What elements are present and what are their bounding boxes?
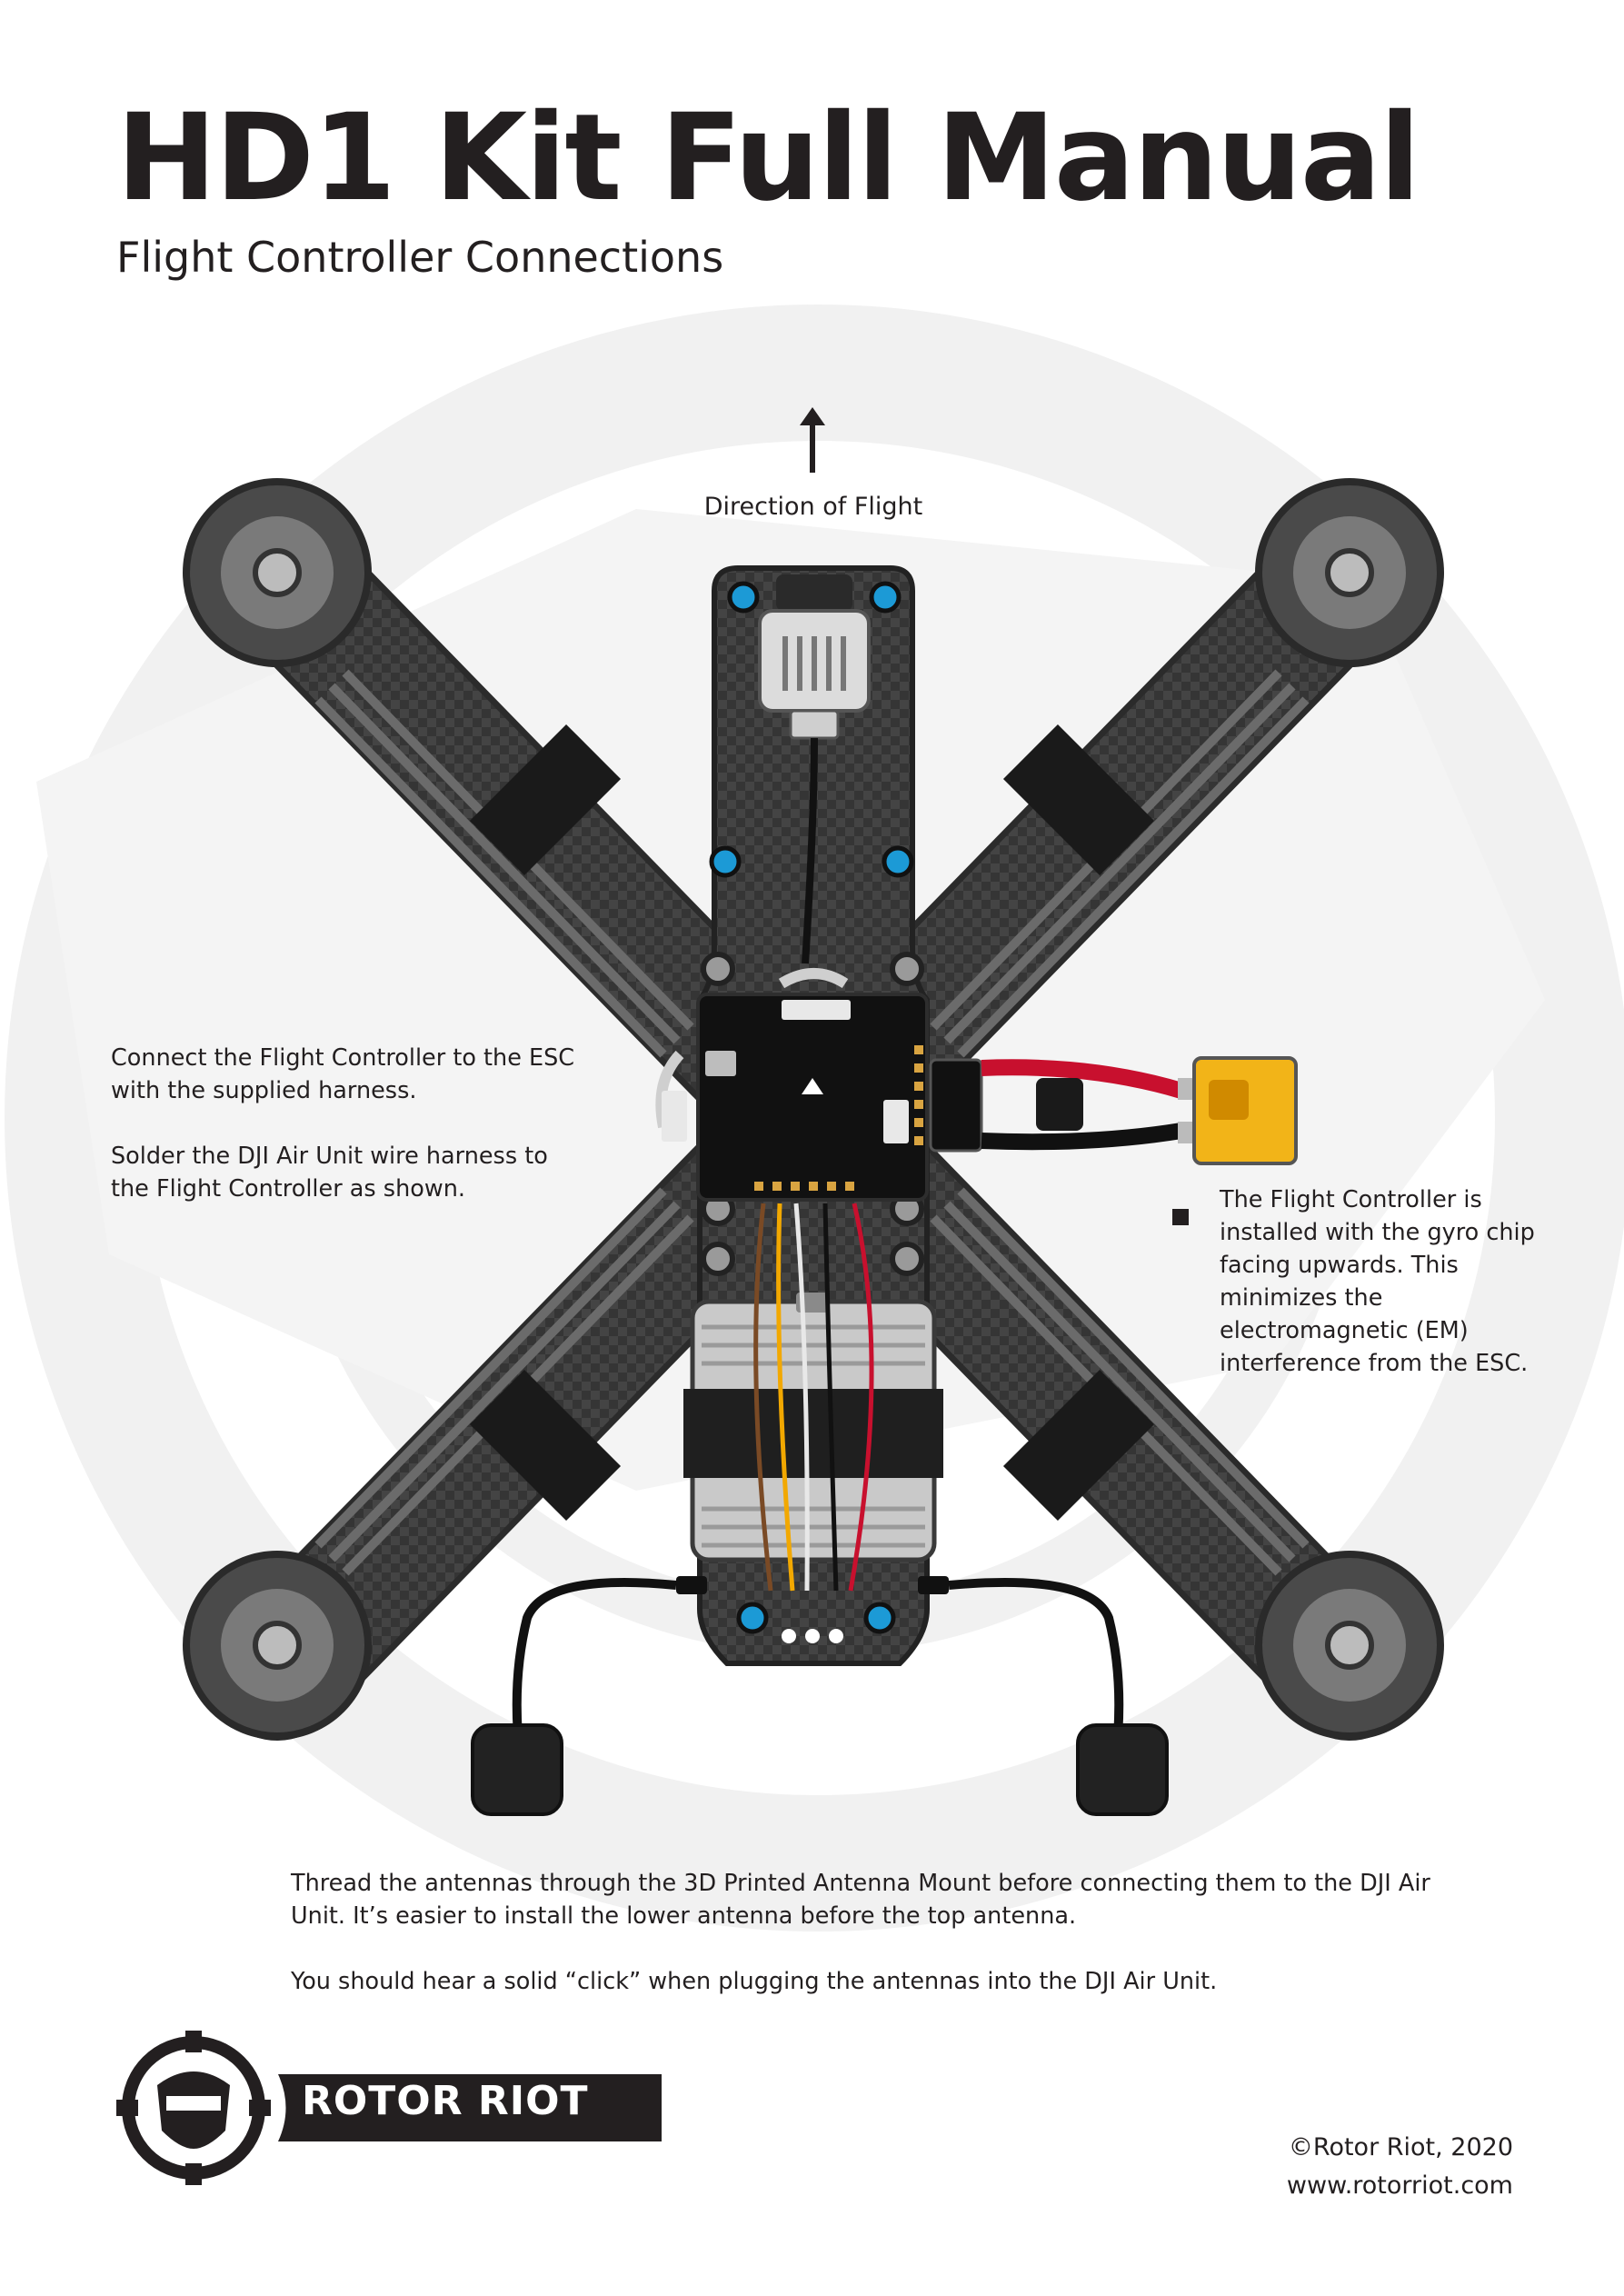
- note-harness: Connect the Flight Controller to the ESC…: [111, 1044, 575, 1104]
- antennas: [471, 1576, 1169, 1816]
- rotor-riot-logo: [116, 2031, 662, 2185]
- page-title: HD1 Kit Full Manual: [116, 88, 1420, 228]
- logo-wordmark: ROTOR RIOT: [302, 2078, 589, 2124]
- direction-arrow-icon: [800, 407, 825, 473]
- motor-front-left: [183, 478, 372, 667]
- note-antenna-click: You should hear a solid “click” when plu…: [291, 1968, 1218, 1995]
- motor-rear-right: [1255, 1551, 1444, 1740]
- bullet-square-icon: [1172, 1209, 1189, 1225]
- note-gyro: The Flight Controller is installed with …: [1220, 1186, 1535, 1377]
- left-notes: Connect the Flight Controller to the ESC…: [111, 1042, 583, 1205]
- page-subtitle: Flight Controller Connections: [116, 233, 724, 282]
- motor-front-right: [1255, 478, 1444, 667]
- bottom-notes: Thread the antennas through the 3D Print…: [291, 1867, 1436, 1998]
- direction-of-flight-label: Direction of Flight: [703, 493, 923, 521]
- dji-air-unit: [683, 1293, 943, 1562]
- note-antenna-thread: Thread the antennas through the 3D Print…: [291, 1870, 1430, 1930]
- fpv-camera: [758, 574, 871, 964]
- motor-rear-left: [183, 1551, 372, 1740]
- frame-screws: [709, 581, 914, 1634]
- website-link[interactable]: www.rotorriot.com: [1286, 2171, 1513, 2200]
- note-solder: Solder the DJI Air Unit wire harness to …: [111, 1143, 548, 1203]
- flight-controller: [655, 968, 929, 1202]
- rear-holes: [782, 1629, 843, 1643]
- footer: ©Rotor Riot, 2020 www.rotorriot.com: [1287, 2129, 1513, 2205]
- air-unit-wires: [753, 1203, 874, 1592]
- copyright-text: ©Rotor Riot, 2020: [1288, 2133, 1513, 2161]
- battery-lead: [929, 1056, 1298, 1165]
